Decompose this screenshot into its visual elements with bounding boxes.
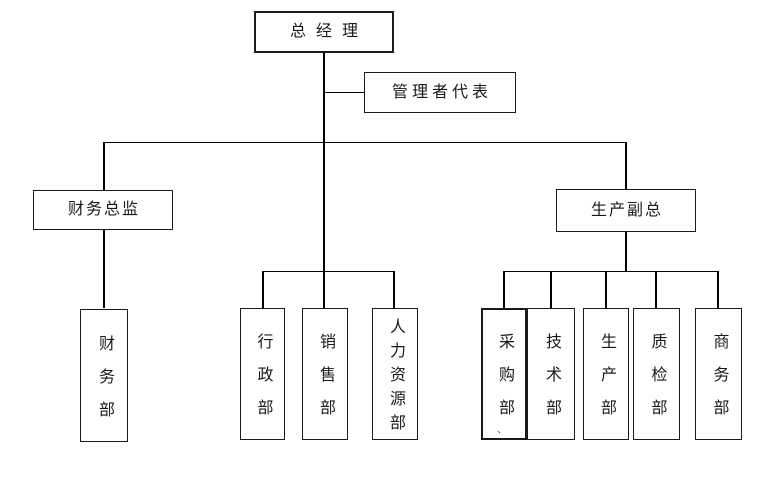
connector-right-group-horizontal bbox=[503, 271, 719, 272]
node-general-manager-label: 总经理 bbox=[289, 23, 368, 40]
node-purchasing-dept-label: 采购部 bbox=[496, 333, 513, 432]
node-finance-dept-label: 财务部 bbox=[96, 334, 113, 434]
connector-purchasing-dept-drop bbox=[503, 271, 505, 308]
node-purchasing-dept: 采购部 bbox=[481, 308, 527, 440]
connector-admin-dept-drop bbox=[262, 271, 264, 308]
node-admin-dept-label: 行政部 bbox=[254, 333, 272, 432]
connector-finance-dept-drop bbox=[103, 230, 105, 308]
connector-middle-group-horizontal bbox=[262, 271, 395, 272]
node-production-vp: 生产副总 bbox=[556, 189, 696, 232]
node-quality-dept-label: 质检部 bbox=[648, 333, 666, 432]
node-management-representative: 管理者代表 bbox=[364, 72, 516, 113]
node-quality-dept: 质检部 bbox=[633, 308, 680, 440]
connector-tier2-horizontal bbox=[103, 142, 627, 143]
stray-mark: 、 bbox=[497, 425, 507, 436]
node-hr-dept: 人力资源部 bbox=[372, 308, 418, 440]
node-production-dept: 生产部 bbox=[583, 308, 629, 440]
node-production-dept-label: 生产部 bbox=[598, 333, 615, 432]
node-finance-director: 财务总监 bbox=[33, 190, 173, 230]
node-technology-dept: 技术部 bbox=[527, 308, 575, 440]
connector-hr-dept-drop bbox=[393, 271, 395, 308]
node-admin-dept: 行政部 bbox=[240, 308, 285, 440]
connector-commerce-dept-drop bbox=[717, 271, 719, 308]
connector-production-vp-drop bbox=[625, 142, 627, 189]
connector-finance-director-drop bbox=[103, 142, 105, 190]
connector-rep-horizontal bbox=[324, 92, 364, 93]
node-technology-dept-label: 技术部 bbox=[543, 333, 560, 432]
connector-spine-vertical bbox=[323, 53, 325, 308]
node-commerce-dept: 商务部 bbox=[695, 308, 742, 440]
connector-production-dept-drop bbox=[605, 271, 607, 308]
node-commerce-dept-label: 商务部 bbox=[710, 333, 728, 432]
node-hr-dept-label: 人力资源部 bbox=[387, 318, 404, 438]
node-production-vp-label: 生产副总 bbox=[590, 201, 663, 219]
node-management-representative-label: 管理者代表 bbox=[391, 83, 492, 101]
connector-quality-dept-drop bbox=[655, 271, 657, 308]
connector-production-vp-down bbox=[625, 232, 627, 272]
node-finance-dept: 财务部 bbox=[80, 309, 128, 442]
node-sales-dept: 销售部 bbox=[302, 308, 348, 440]
node-finance-director-label: 财务总监 bbox=[67, 201, 140, 218]
node-general-manager: 总经理 bbox=[254, 11, 394, 53]
node-sales-dept-label: 销售部 bbox=[317, 333, 334, 432]
connector-technology-dept-drop bbox=[550, 271, 552, 308]
